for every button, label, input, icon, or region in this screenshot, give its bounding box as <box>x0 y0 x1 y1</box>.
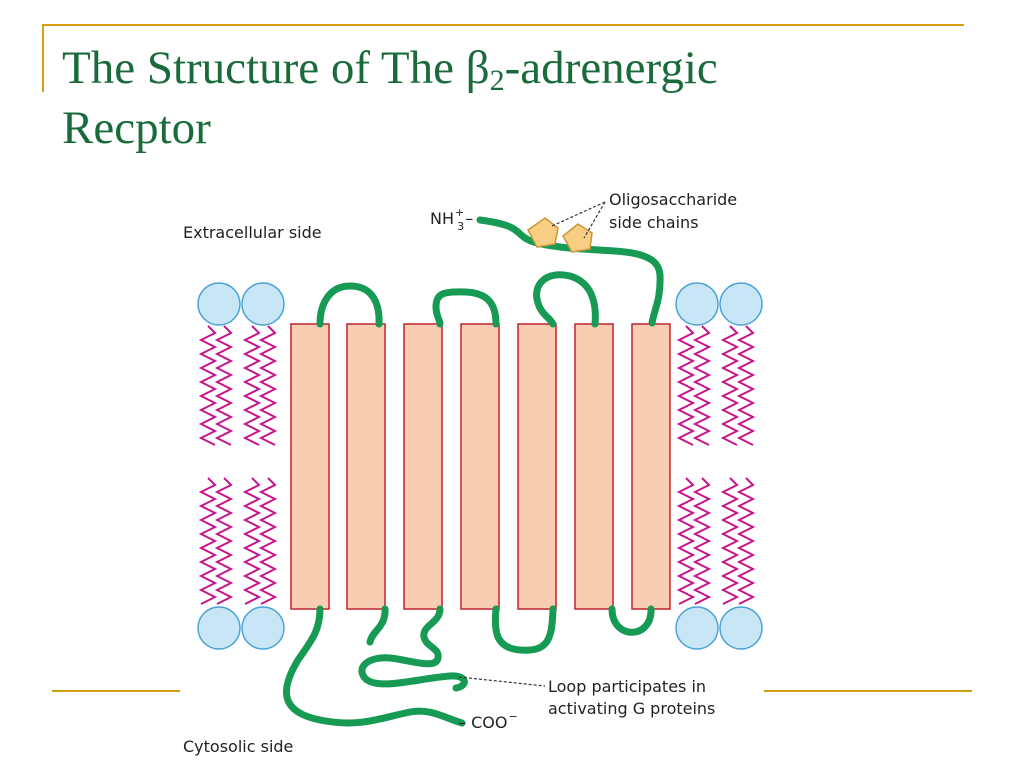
slide-title: The Structure of The β2-adrenergic Recpt… <box>62 38 942 158</box>
svg-text:NH+3–: NH+3– <box>430 206 473 233</box>
lipid-tail-right-2-upper-b <box>736 325 756 446</box>
transmembrane-helix-4 <box>460 323 500 610</box>
lipid-tail-left-1-lower-a <box>198 477 218 605</box>
title-text-part1: The Structure of The <box>62 42 466 94</box>
annotation-leader-lines <box>458 201 606 687</box>
lipid-head-right-1-bottom <box>675 606 719 650</box>
nh3-superscript: + <box>455 206 464 219</box>
oligosaccharide-side-chains <box>527 217 593 253</box>
lipid-tail-right-1-lower-a <box>676 477 696 605</box>
coo-superscript: − <box>508 710 517 723</box>
lipid-tail-right-2-lower-b <box>736 477 756 605</box>
nh3-subscript: 3 <box>457 220 464 233</box>
lipid-tail-left-2-upper-a <box>242 325 262 446</box>
transmembrane-helix-6 <box>574 323 614 610</box>
lipid-head-left-2-top <box>241 282 285 326</box>
polypeptide-chain <box>282 216 664 727</box>
lipid-tail-left-1-lower-b <box>214 477 234 605</box>
lipid-head-left-1-bottom <box>197 606 241 650</box>
transmembrane-helix-5 <box>517 323 557 610</box>
title-text-line2: Recptor <box>62 102 211 154</box>
oligosaccharide-label-line1: Oligosaccharide <box>609 190 737 209</box>
lipid-tail-right-1-upper-b <box>692 325 712 446</box>
c-terminus-label: – COO− <box>458 710 518 732</box>
nh-text: NH <box>430 209 454 228</box>
title-beta: β <box>465 42 490 94</box>
transmembrane-helices <box>290 323 671 610</box>
cytosolic-side-label: Cytosolic side <box>183 737 293 756</box>
coo-text: – COO <box>458 713 507 732</box>
oligosaccharide-pentagon-1 <box>527 217 559 248</box>
transmembrane-helix-2 <box>346 323 386 610</box>
nh3-dash: – <box>465 209 473 228</box>
lipid-head-left-2-bottom <box>241 606 285 650</box>
lipid-head-left-1-top <box>197 282 241 326</box>
title-text-part2: -adrenergic <box>504 42 718 94</box>
loop-label-line1: Loop participates in <box>548 677 706 696</box>
oligosaccharide-label-line2: side chains <box>609 213 699 232</box>
lipid-tail-left-1-upper-a <box>198 325 218 446</box>
transmembrane-helix-3 <box>403 323 443 610</box>
lipid-tail-right-2-lower-a <box>720 477 740 605</box>
svg-text:– COO−: – COO− <box>458 710 518 732</box>
transmembrane-helix-7 <box>631 323 671 610</box>
lipid-tail-right-2-upper-a <box>720 325 740 446</box>
title-subscript: 2 <box>489 64 505 97</box>
lipid-head-right-2-top <box>719 282 763 326</box>
extracellular-side-label: Extracellular side <box>183 223 322 242</box>
loop-leader <box>458 676 546 687</box>
lipid-tail-left-2-upper-b <box>258 325 278 446</box>
lipid-head-right-2-bottom <box>719 606 763 650</box>
transmembrane-helix-1 <box>290 323 330 610</box>
left-accent-rule <box>42 24 44 92</box>
bottom-right-accent-rule <box>764 690 972 692</box>
n-terminus-label: NH+3– <box>430 206 473 233</box>
top-accent-rule <box>42 24 964 26</box>
lipid-head-right-1-top <box>675 282 719 326</box>
oligosaccharide-leader-2 <box>583 201 606 239</box>
loop-label-line2: activating G proteins <box>548 699 715 718</box>
lipid-tail-right-1-upper-a <box>676 325 696 446</box>
membrane-lipids <box>197 282 763 650</box>
lipid-tail-left-1-upper-b <box>214 325 234 446</box>
oligosaccharide-pentagon-2 <box>562 223 593 253</box>
lipid-tail-left-2-lower-b <box>258 477 278 605</box>
bottom-left-accent-rule <box>52 690 180 692</box>
oligosaccharide-leader-1 <box>551 201 606 227</box>
lipid-tail-left-2-lower-a <box>242 477 262 605</box>
lipid-tail-right-1-lower-b <box>692 477 712 605</box>
